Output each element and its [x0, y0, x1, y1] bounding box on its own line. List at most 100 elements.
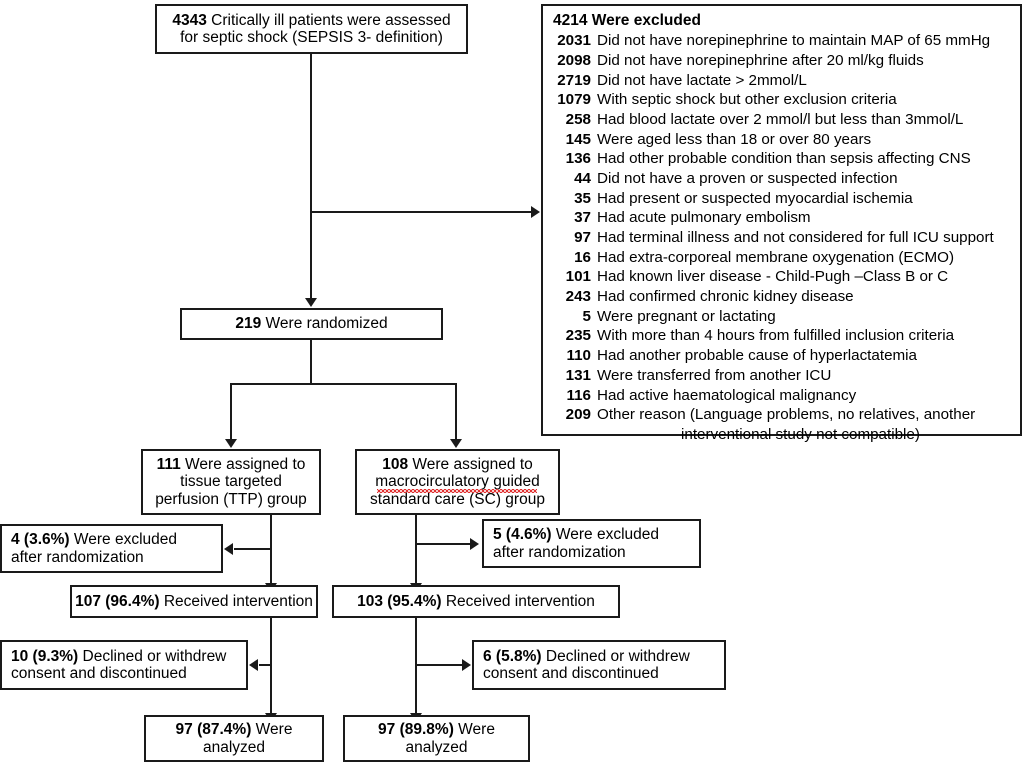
arrow-to-excluded-icon — [531, 206, 540, 218]
excluded-reason-count: 131 — [565, 366, 591, 384]
sc-declined-line-1-text: Declined or withdrew — [541, 647, 690, 665]
excluded-title: 4214 Were excluded — [553, 11, 1014, 31]
excluded-reason-text: Had extra-corporeal membrane oxygenation… — [597, 248, 955, 266]
excluded-reason-text: Were aged less than 18 or over 80 years — [597, 130, 872, 148]
excluded-reason-count: 97 — [574, 229, 591, 247]
assessed-line-1-text: Critically ill patients were assessed — [206, 11, 451, 29]
box-randomized: 219 Were randomized — [180, 308, 443, 340]
sc-assigned-line-1-text: Were assigned to — [408, 455, 533, 473]
arrow-sc-excluded-icon — [470, 538, 479, 550]
connector-ttp-to-excluded — [234, 548, 271, 550]
ttp-assigned-line-3: perfusion (TTP) group — [155, 490, 307, 508]
excluded-reason-text: Had blood lactate over 2 mmol/l but less… — [597, 110, 964, 128]
sc-excluded-label: 5 (4.6%) — [493, 526, 552, 544]
excluded-reason-text: Had other probable condition than sepsis… — [597, 150, 971, 168]
excluded-reason-text: With septic shock but other exclusion cr… — [597, 91, 897, 109]
sc-excluded-line-2: after randomization — [493, 543, 626, 561]
sc-received-label: 103 (95.4%) — [357, 592, 442, 610]
excluded-reason-row: 258 Had blood lactate over 2 mmol/l but l… — [553, 110, 1014, 130]
excluded-reason-count: 101 — [565, 268, 591, 286]
ttp-received-line: 107 (96.4%) Received intervention — [72, 593, 316, 610]
assessed-line-1: 4343 Critically ill patients were assess… — [157, 12, 466, 29]
ttp-declined-line-1: 10 (9.3%) Declined or withdrew — [2, 648, 255, 665]
excluded-reason-text: Did not have lactate > 2mmol/L — [597, 71, 807, 89]
box-ttp-analyzed: 97 (87.4%) Were analyzed — [144, 715, 324, 762]
excluded-reason-count: 2031 — [557, 32, 591, 50]
excluded-reason-text: Had terminal illness and not considered … — [597, 229, 994, 247]
sc-declined-line-1: 6 (5.8%) Declined or withdrew — [474, 648, 733, 665]
box-sc-analyzed: 97 (89.8%) Were analyzed — [343, 715, 530, 762]
excluded-reason-row: 209 Other reason (Language problems, no r… — [553, 405, 1014, 425]
sc-excluded-line-1-text: Were excluded — [551, 526, 660, 544]
ttp-analyzed-line-1: 97 (87.4%) Were — [146, 721, 322, 738]
connector-ttp-trunk — [270, 515, 272, 585]
arrow-ttp-declined-icon — [249, 659, 258, 671]
excluded-reason-count: 209 — [565, 406, 591, 424]
sc-analyzed-line-1: 97 (89.8%) Were — [345, 721, 528, 738]
connector-sc-to-declined — [415, 664, 465, 666]
excluded-reason-text: Had acute pulmonary embolism — [597, 209, 811, 227]
ttp-analyzed-line-2: analyzed — [202, 738, 266, 756]
excluded-reason-count: 258 — [565, 110, 591, 128]
box-sc-received-intervention: 103 (95.4%) Received intervention — [332, 585, 620, 618]
connector-sc-lower-trunk — [415, 618, 417, 716]
excluded-reason-count: 116 — [566, 386, 591, 404]
connector-assessed-to-randomized — [310, 200, 312, 300]
excluded-reason-count: 110 — [566, 347, 591, 365]
excluded-reason-text: Had another probable cause of hyperlacta… — [597, 347, 917, 365]
sc-assigned-line-2: macrocirculatory guided — [375, 473, 540, 491]
excluded-reason-row: 2098 Did not have norepinephrine after 20… — [553, 51, 1014, 71]
ttp-excluded-line-1: 4 (3.6%) Were excluded — [2, 531, 230, 548]
excluded-reason-row: 2719 Did not have lactate > 2mmol/L — [553, 71, 1014, 91]
box-ttp-assigned: 111 Were assigned to tissue targeted per… — [141, 449, 321, 515]
sc-received-line: 103 (95.4%) Received intervention — [334, 593, 618, 610]
excluded-reason-continuation: interventional study not compatible) — [681, 425, 920, 443]
excluded-reason-text: Had confirmed chronic kidney disease — [597, 288, 854, 306]
ttp-excluded-line-1-text: Were excluded — [69, 531, 178, 549]
connector-to-excluded — [310, 211, 533, 213]
excluded-reason-text: With more than 4 hours from fulfilled in… — [597, 327, 955, 345]
sc-analyzed-line-1-text: Were — [453, 721, 495, 739]
randomized-count: 219 — [235, 315, 262, 333]
box-ttp-received-intervention: 107 (96.4%) Received intervention — [70, 585, 318, 618]
connector-sc-trunk — [415, 515, 417, 585]
randomized-text: Were randomized — [261, 315, 388, 333]
excluded-reason-count: 2098 — [557, 51, 591, 69]
excluded-reason-count: 235 — [565, 327, 591, 345]
ttp-declined-line-1-text: Declined or withdrew — [78, 647, 227, 665]
box-sc-declined-withdrew: 6 (5.8%) Declined or withdrew consent an… — [472, 640, 726, 690]
ttp-received-text: Received intervention — [159, 592, 313, 610]
excluded-reason-text: Had active haematological malignancy — [597, 386, 857, 404]
sc-analyzed-line-2: analyzed — [405, 738, 468, 756]
excluded-reason-text: Were pregnant or lactating — [597, 307, 776, 325]
box-ttp-excluded-after-randomization: 4 (3.6%) Were excluded after randomizati… — [0, 524, 223, 573]
box-ttp-declined-withdrew: 10 (9.3%) Declined or withdrew consent a… — [0, 640, 248, 690]
excluded-reason-row: 116 Had active haematological malignancy — [553, 386, 1014, 406]
arrow-to-sc-icon — [450, 439, 462, 448]
ttp-assigned-line-1: 111 Were assigned to — [143, 456, 319, 473]
excluded-reason-text: Had present or suspected myocardial isch… — [597, 189, 913, 207]
sc-received-text: Received intervention — [441, 592, 595, 610]
excluded-reason-count: 44 — [574, 169, 591, 187]
excluded-reason-count: 2719 — [557, 71, 591, 89]
excluded-reason-text: Did not have norepinephrine after 20 ml/… — [597, 51, 924, 69]
connector-assessed-trunk — [310, 54, 312, 200]
excluded-reason-row: 97 Had terminal illness and not considere… — [553, 228, 1014, 248]
ttp-assigned-line-2: tissue targeted — [180, 473, 282, 491]
ttp-declined-label: 10 (9.3%) — [11, 647, 79, 665]
arrow-ttp-excluded-icon — [224, 543, 233, 555]
excluded-title-text: Were excluded — [591, 12, 701, 29]
connector-ttp-to-declined — [259, 664, 271, 666]
randomized-line: 219 Were randomized — [182, 315, 441, 332]
excluded-reason-text: Other reason (Language problems, no rela… — [597, 406, 976, 424]
